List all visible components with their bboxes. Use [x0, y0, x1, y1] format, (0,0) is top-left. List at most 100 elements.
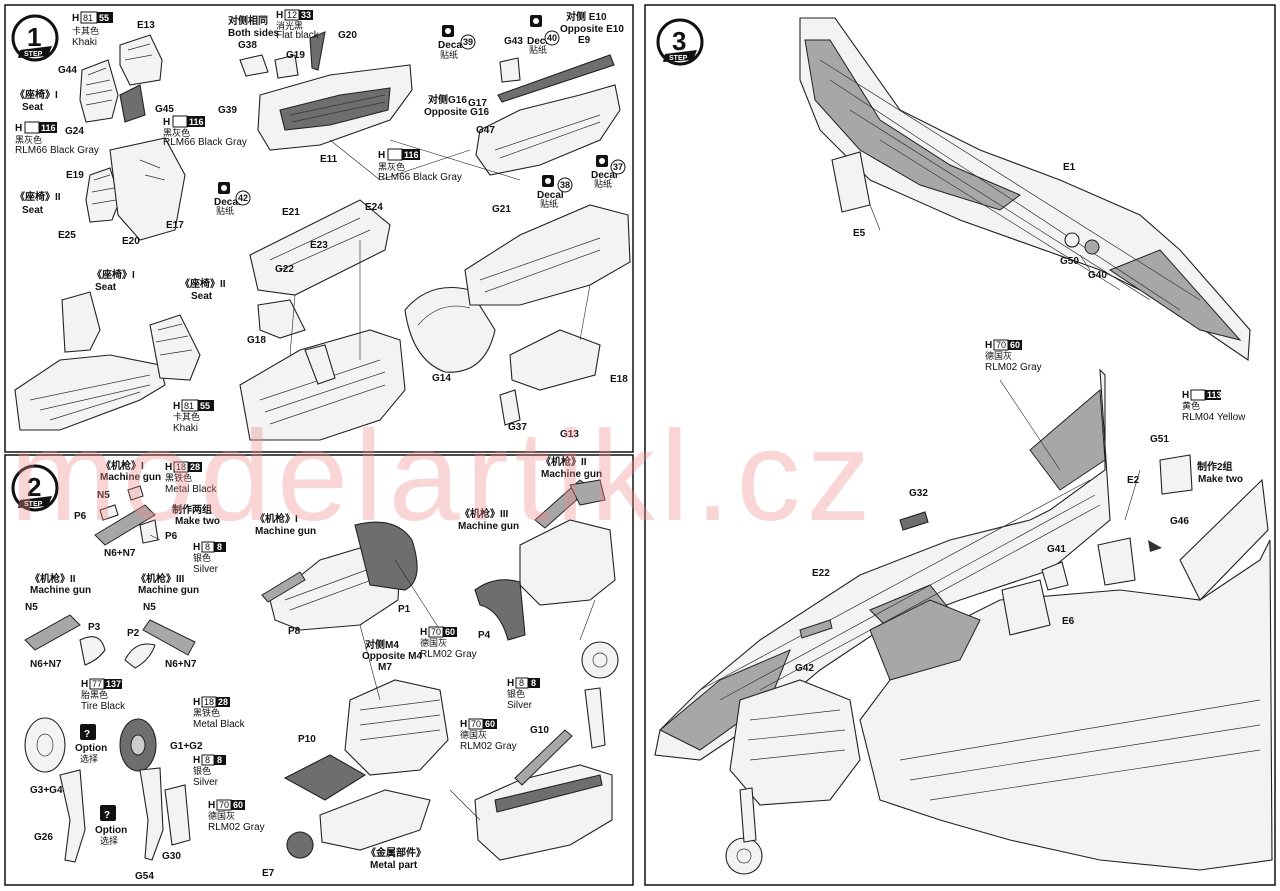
lower-wing-fuselage-assembly — [654, 368, 1111, 761]
svg-text:RLM66 Black Gray: RLM66 Black Gray — [15, 145, 99, 156]
svg-text:113: 113 — [1207, 390, 1222, 400]
seat-1-label-cn: 《座椅》I — [15, 88, 58, 101]
part-label-p3: P3 — [88, 622, 101, 633]
svg-text:H: H — [985, 340, 992, 351]
part-label-g43: G43 — [504, 36, 523, 47]
svg-text:H: H — [81, 679, 88, 690]
make-two-b-cn: 制作2组 — [1197, 460, 1233, 473]
part-label-e9: E9 — [578, 35, 591, 46]
svg-text:Silver: Silver — [193, 777, 219, 788]
part-label-p4: P4 — [478, 630, 491, 641]
svg-text:116: 116 — [189, 117, 204, 127]
svg-text:18: 18 — [204, 697, 214, 707]
engine-cowl — [725, 679, 861, 875]
part-label-g10: G10 — [530, 725, 549, 736]
part-label-g40: G40 — [1088, 270, 1107, 281]
svg-text:37: 37 — [613, 162, 623, 172]
part-label-p1: P1 — [398, 604, 411, 615]
landing-wheel-tire — [24, 717, 157, 773]
svg-text:STEP: STEP — [24, 501, 43, 508]
part-label-e17: E17 — [166, 220, 184, 231]
svg-text:Decal: Decal — [214, 197, 241, 208]
part-label-g39: G39 — [218, 105, 237, 116]
svg-text:81: 81 — [184, 401, 194, 411]
opposite-m4-en: Opposite M4 — [362, 651, 422, 662]
svg-text:银色: 银色 — [193, 765, 211, 776]
panel-step-1 — [4, 4, 634, 453]
svg-text:137: 137 — [106, 679, 121, 689]
part-label-g44: G44 — [58, 65, 77, 76]
svg-text:STEP: STEP — [669, 55, 688, 62]
metal-part-en: Metal part — [370, 860, 418, 871]
svg-text:H: H — [420, 627, 427, 638]
svg-text:Decal: Decal — [537, 190, 564, 201]
part-label-g45: G45 — [155, 104, 174, 115]
cockpit-assembly-right — [464, 204, 631, 426]
svg-text:Khaki: Khaki — [173, 423, 198, 434]
svg-text:38: 38 — [560, 180, 570, 190]
svg-text:贴纸: 贴纸 — [594, 178, 612, 189]
svg-text:Flat black: Flat black — [276, 30, 320, 41]
paint-callout-h18-a: H 18 28 黑铁色 Metal Black — [165, 461, 218, 495]
part-label-e2: E2 — [1127, 475, 1140, 486]
part-label-m7: M7 — [378, 662, 392, 673]
machine-gun-2 — [24, 614, 106, 666]
svg-text:40: 40 — [547, 33, 557, 43]
part-label-g47: G47 — [476, 125, 495, 136]
part-label-e19: E19 — [66, 170, 84, 181]
machine-gun-bay-right — [474, 479, 616, 641]
option-callout-2: ? Option 选择 — [95, 805, 127, 846]
part-label-g20: G20 — [338, 30, 357, 41]
svg-text:1: 1 — [27, 22, 41, 52]
mg2a-cn: 《机枪》II — [30, 572, 76, 585]
svg-text:H: H — [165, 462, 172, 473]
svg-text:卡其色: 卡其色 — [72, 25, 99, 36]
seat-2b-label-cn: 《座椅》II — [180, 277, 226, 290]
canopy-g14 — [404, 286, 496, 373]
step-3-badge: 3 STEP — [656, 18, 704, 66]
part-label-g41: G41 — [1047, 544, 1066, 555]
seat-2-assembly — [85, 137, 186, 241]
part-label-g38: G38 — [238, 40, 257, 51]
seat-1b-label-cn: 《座椅》I — [92, 268, 135, 281]
svg-text:贴纸: 贴纸 — [540, 198, 558, 209]
part-label-g30: G30 — [162, 851, 181, 862]
svg-text:12: 12 — [287, 10, 297, 20]
landing-gear-strut-left — [59, 767, 191, 863]
opposite-m4-cn: 对侧M4 — [365, 638, 399, 651]
seat-2-label-en: Seat — [22, 205, 44, 216]
svg-text:银色: 银色 — [507, 688, 525, 699]
part-label-g21: G21 — [492, 204, 511, 215]
decal-callout-40: Decal 贴纸 40 — [527, 15, 560, 55]
svg-text:60: 60 — [485, 719, 495, 729]
part-label-e21: E21 — [282, 207, 300, 218]
svg-text:Option: Option — [95, 825, 127, 836]
svg-text:70: 70 — [996, 340, 1006, 350]
part-label-e1: E1 — [1063, 162, 1076, 173]
svg-text:39: 39 — [463, 37, 473, 47]
panel-step-2 — [4, 454, 634, 886]
svg-text:3: 3 — [672, 26, 686, 56]
svg-text:2: 2 — [27, 472, 41, 502]
part-label-n6n7-b: N6+N7 — [30, 659, 62, 670]
paint-callout-h116-c: H 116 黑灰色 RLM66 Black Gray — [378, 148, 462, 183]
svg-text:RLM02 Gray: RLM02 Gray — [208, 822, 265, 833]
machine-gun-1 — [94, 485, 159, 546]
svg-text:H: H — [460, 719, 467, 730]
mg2b-cn: 《机枪》II — [541, 455, 587, 468]
svg-text:33: 33 — [301, 10, 311, 20]
paint-callout-h70-a: H 70 60 德国灰 RLM02 Gray — [420, 626, 477, 660]
mg3b-en: Machine gun — [458, 521, 519, 532]
svg-text:Silver: Silver — [507, 700, 533, 711]
svg-text:Silver: Silver — [193, 564, 219, 575]
part-label-g32: G32 — [909, 488, 928, 499]
note-both-sides-cn: 对侧相同 — [228, 14, 268, 27]
metal-part-cn: 《金属部件》 — [366, 846, 426, 859]
part-label-n5-a: N5 — [97, 490, 110, 501]
part-label-p2: P2 — [127, 628, 140, 639]
step-2-badge: 2 STEP — [11, 464, 59, 512]
part-label-g42: G42 — [795, 663, 814, 674]
part-label-e24: E24 — [365, 202, 383, 213]
mg1a-cn: 《机枪》I — [101, 459, 144, 472]
svg-text:8: 8 — [217, 542, 222, 552]
